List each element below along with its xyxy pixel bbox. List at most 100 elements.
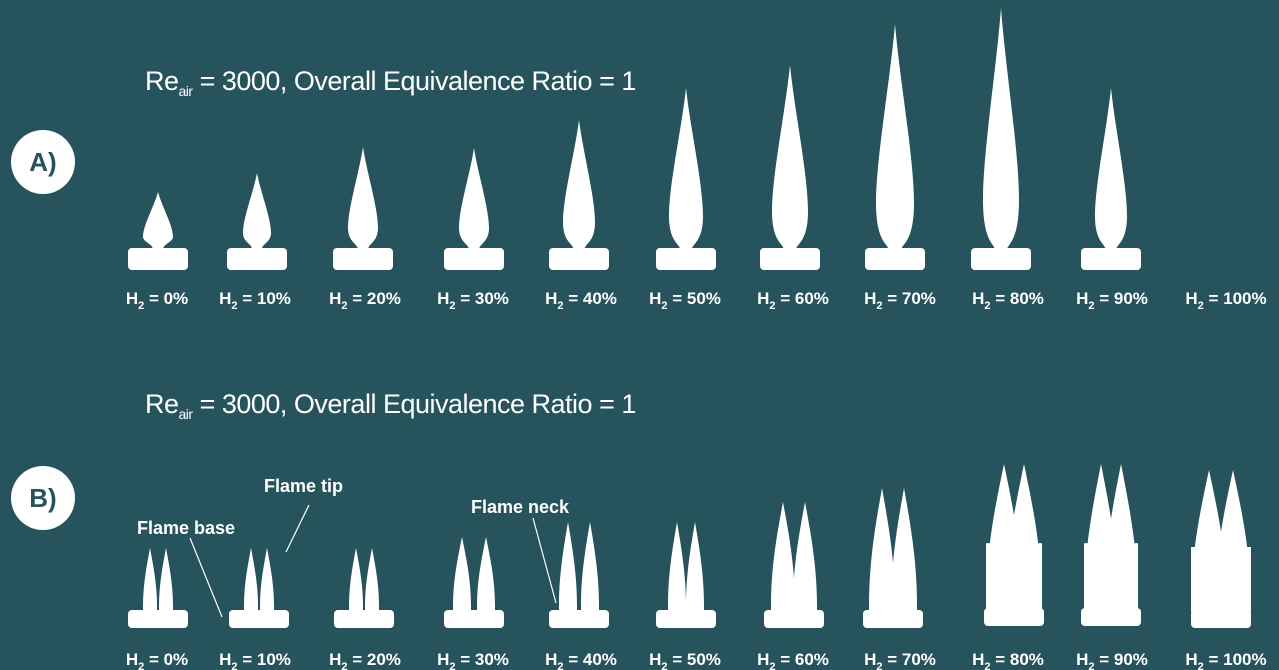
row-b-label-0: H2 = 0% <box>126 650 188 670</box>
flame-right <box>159 548 173 611</box>
row-b-flames <box>128 464 1251 628</box>
label-h: H <box>864 289 876 308</box>
merged-flame-body <box>1084 543 1138 610</box>
label-h: H <box>1076 650 1088 669</box>
flame-shape <box>1095 88 1127 249</box>
flame-shape <box>669 88 703 249</box>
burner-base <box>760 248 820 270</box>
flame-shape <box>348 147 378 249</box>
row-a-label-9: H2 = 90% <box>1076 289 1148 312</box>
burner-base <box>1191 610 1251 628</box>
burner-base <box>863 610 923 628</box>
label-value: = 80% <box>991 650 1044 669</box>
row-a-label-4: H2 = 40% <box>545 289 617 312</box>
panel-b-badge: B) <box>11 466 75 530</box>
flame-b-7 <box>863 488 923 628</box>
flame-b-8 <box>984 464 1044 626</box>
burner-base <box>128 610 188 628</box>
panel-b-title-sub: air <box>178 406 194 422</box>
row-b-label-9: H2 = 90% <box>1076 650 1148 670</box>
row-b-labels: H2 = 0%H2 = 10%H2 = 20%H2 = 30%H2 = 40%H… <box>126 650 1267 670</box>
burner-base <box>549 610 609 628</box>
flame-b-1 <box>229 548 289 628</box>
label-value: = 20% <box>348 650 401 669</box>
burner-base <box>984 608 1044 626</box>
label-h: H <box>437 650 449 669</box>
label-h: H <box>757 289 769 308</box>
row-a-label-1: H2 = 10% <box>219 289 291 312</box>
label-sub: 2 <box>231 300 237 312</box>
label-value: = 90% <box>1095 289 1148 308</box>
merged-flame-body <box>1191 547 1251 612</box>
label-value: = 100% <box>1204 650 1267 669</box>
row-a-label-2: H2 = 20% <box>329 289 401 312</box>
row-a-label-0: H2 = 0% <box>126 289 188 312</box>
label-h: H <box>757 650 769 669</box>
flame-right <box>581 522 599 611</box>
label-sub: 2 <box>449 300 455 312</box>
flame-right <box>793 502 817 611</box>
label-value: = 30% <box>456 289 509 308</box>
flame-left <box>244 548 258 611</box>
burner-base <box>444 610 504 628</box>
label-h: H <box>219 289 231 308</box>
label-sub: 2 <box>341 300 347 312</box>
leader-flame-neck <box>532 517 557 604</box>
label-h: H <box>219 650 231 669</box>
row-a-label-10: H2 = 100% <box>1185 289 1266 312</box>
burner-base <box>333 248 393 270</box>
label-h: H <box>972 289 984 308</box>
row-a-label-5: H2 = 50% <box>649 289 721 312</box>
burner-base <box>865 248 925 270</box>
burner-base <box>128 248 188 270</box>
leader-flame-base <box>189 537 223 618</box>
row-a-labels: H2 = 0%H2 = 10%H2 = 20%H2 = 30%H2 = 40%H… <box>126 289 1267 312</box>
flame-shape <box>876 24 914 249</box>
flame-a-2 <box>333 147 393 270</box>
label-value: = 70% <box>883 650 936 669</box>
flame-a-7 <box>865 24 925 270</box>
callout-flame-tip: Flame tip <box>264 476 344 496</box>
row-a-label-6: H2 = 60% <box>757 289 829 312</box>
label-sub: 2 <box>231 661 237 670</box>
label-sub: 2 <box>661 300 667 312</box>
burner-base <box>334 610 394 628</box>
label-value: = 10% <box>238 289 291 308</box>
flame-a-3 <box>444 148 504 270</box>
label-value: = 30% <box>456 650 509 669</box>
flame-b-4 <box>549 522 609 628</box>
row-a-label-7: H2 = 70% <box>864 289 936 312</box>
leader-flame-tip <box>285 504 310 553</box>
label-sub: 2 <box>1198 300 1204 312</box>
flame-b-0 <box>128 548 188 628</box>
flame-left <box>771 502 795 611</box>
panel-b-title: Reair = 3000, Overall Equivalence Ratio … <box>145 389 636 422</box>
burner-base <box>764 610 824 628</box>
flame-a-1 <box>227 173 287 270</box>
flame-right <box>477 537 495 611</box>
flame-a-5 <box>656 88 716 270</box>
panel-b-title-rest: = 3000, Overall Equivalence Ratio = 1 <box>192 389 637 419</box>
row-b-label-3: H2 = 30% <box>437 650 509 670</box>
burner-base <box>656 610 716 628</box>
label-sub: 2 <box>769 300 775 312</box>
label-h: H <box>1185 289 1197 308</box>
label-h: H <box>864 650 876 669</box>
label-sub: 2 <box>876 300 882 312</box>
label-h: H <box>649 650 661 669</box>
flame-a-9 <box>1081 88 1141 270</box>
label-value: = 10% <box>238 650 291 669</box>
label-sub: 2 <box>1198 661 1204 670</box>
row-a-flames <box>128 8 1141 270</box>
row-b-label-10: H2 = 100% <box>1185 650 1266 670</box>
label-h: H <box>126 650 138 669</box>
label-h: H <box>649 289 661 308</box>
burner-base <box>549 248 609 270</box>
flame-b-10 <box>1191 470 1251 628</box>
burner-base <box>1081 608 1141 626</box>
flame-right <box>686 522 704 611</box>
panel-a-title-rest: = 3000, Overall Equivalence Ratio = 1 <box>192 66 637 96</box>
flame-b-5 <box>656 522 716 628</box>
panel-a-title-sub: air <box>178 83 194 99</box>
